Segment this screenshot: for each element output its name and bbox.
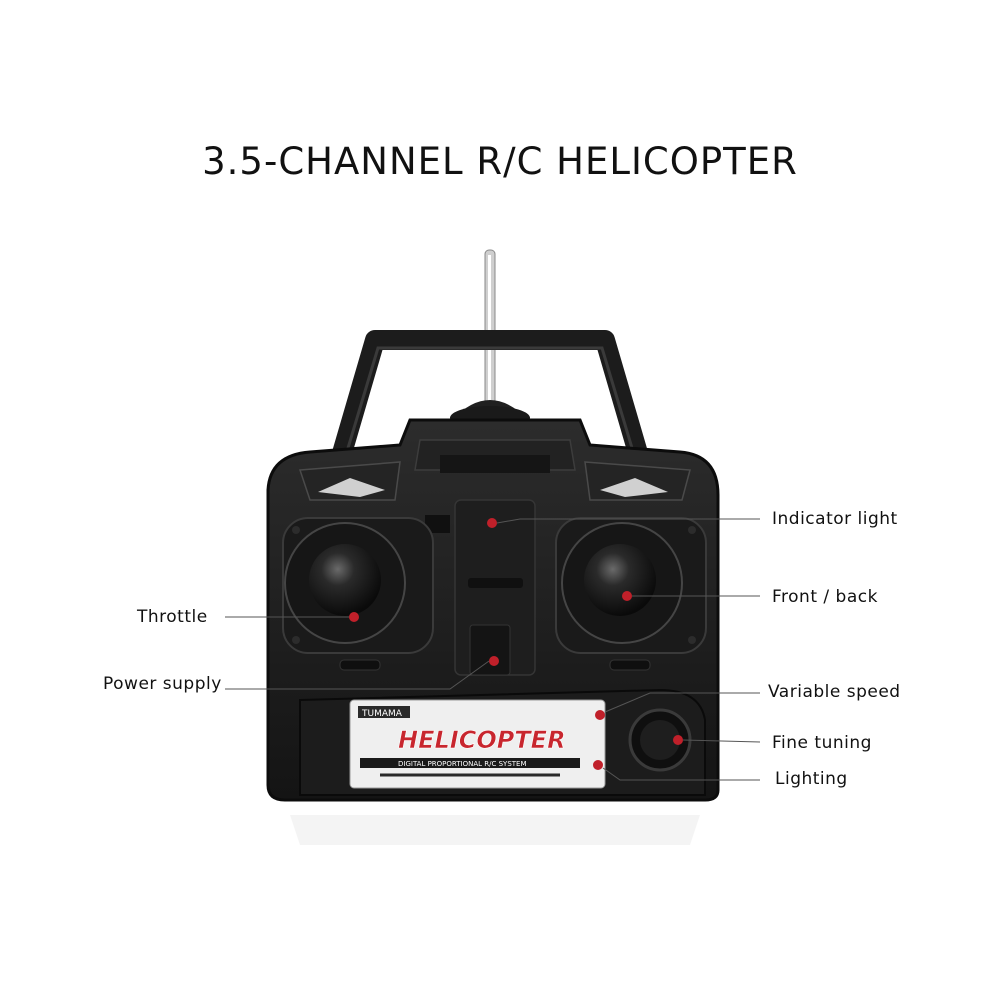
dot-lighting	[593, 760, 603, 770]
label-front-back: Front / back	[772, 587, 878, 607]
label-throttle: Throttle	[137, 607, 208, 627]
dot-fine-tuning	[673, 735, 683, 745]
leader-lighting	[602, 767, 760, 781]
dot-throttle	[349, 612, 359, 622]
right-stick-gimbal	[555, 517, 707, 671]
carry-handle	[330, 330, 650, 463]
leader-variable-speed	[604, 692, 760, 713]
label-fine-tuning: Fine tuning	[772, 733, 872, 753]
diagram-title: 3.5-CHANNEL R/C HELICOPTER	[202, 140, 798, 183]
label-lighting: Lighting	[775, 769, 848, 789]
leader-fine-tuning	[682, 739, 761, 743]
label-indicator-light: Indicator light	[772, 509, 898, 529]
dot-front-back	[622, 591, 632, 601]
product-logo-text: HELICOPTER	[398, 726, 566, 754]
leader-indicator-light	[496, 518, 760, 524]
dot-power-supply	[489, 656, 499, 666]
label-power-supply: Power supply	[103, 674, 222, 694]
brand-label: TUMAMA	[361, 709, 403, 719]
label-variable-speed: Variable speed	[768, 682, 901, 702]
callout-dots	[349, 518, 683, 770]
leader-lines	[225, 518, 761, 781]
panel-tagline: DIGITAL PROPORTIONAL R/C SYSTEM	[398, 760, 527, 768]
left-stick-gimbal	[282, 517, 434, 671]
dot-indicator-light	[487, 518, 497, 528]
leader-power-supply	[225, 660, 490, 690]
dot-variable-speed	[595, 710, 605, 720]
